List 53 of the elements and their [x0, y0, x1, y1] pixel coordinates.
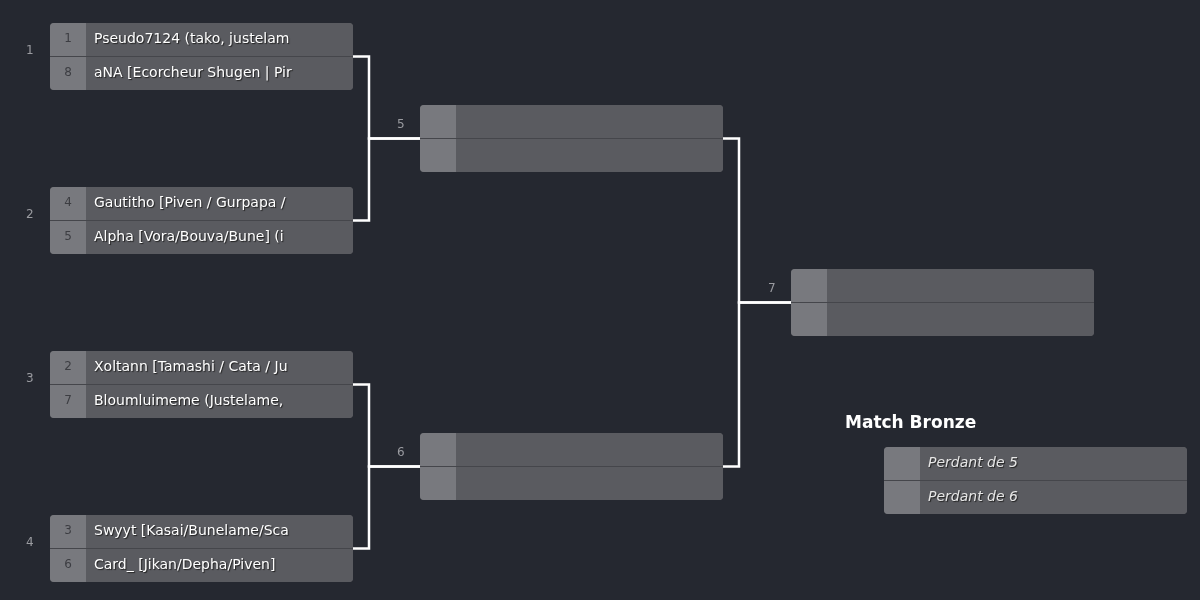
team-row: [50, 351, 353, 384]
seed-number: 5: [63, 229, 73, 243]
match-number: 6: [397, 445, 405, 459]
bracket-line: [723, 301, 791, 468]
match-card: [791, 269, 1094, 336]
team-name: Bloumluimeme (Justelame,: [94, 392, 284, 408]
team-row: [50, 23, 353, 56]
team-row: [884, 480, 1187, 514]
match-card: [50, 23, 353, 90]
team-row: [420, 105, 723, 138]
match-number: 5: [397, 117, 405, 131]
team-row: [791, 302, 1094, 336]
team-name: Card_ [Jikan/Depha/Piven]: [94, 556, 276, 572]
team-row: [50, 187, 353, 220]
match-card: [884, 447, 1187, 514]
team-row: [50, 384, 353, 418]
team-name: Xoltann [Tamashi / Cata / Ju: [94, 358, 288, 374]
match-card: [420, 105, 723, 172]
team-row: [50, 515, 353, 548]
seed-number: 1: [63, 31, 73, 45]
team-name: Alpha [Vora/Bouva/Bune] (i: [94, 228, 284, 244]
seed-number: 2: [63, 359, 73, 373]
team-row: [50, 548, 353, 582]
seed-number: 4: [63, 195, 73, 209]
team-row: [420, 433, 723, 466]
placeholder-text: Perdant de 5: [928, 454, 1018, 470]
team-name: Pseudo7124 (tako, justelam: [94, 30, 290, 46]
match-number: 4: [26, 535, 34, 549]
match-card: [50, 515, 353, 582]
bracket-line: [353, 137, 420, 222]
match-card: [420, 433, 723, 500]
bracket-line: [353, 465, 420, 550]
team-row: [420, 138, 723, 172]
section-heading: Match Bronze: [845, 412, 977, 432]
seed-number: 8: [63, 65, 73, 79]
match-card: [50, 351, 353, 418]
placeholder-text: Perdant de 6: [928, 488, 1018, 504]
match-card: [50, 187, 353, 254]
team-row: [50, 56, 353, 90]
match-number: 3: [26, 371, 34, 385]
team-name: aNA [Ecorcheur Shugen | Pir: [94, 64, 292, 80]
team-name: Swyyt [Kasai/Bunelame/Sca: [94, 522, 289, 538]
seed-number: 6: [63, 557, 73, 571]
team-row: [791, 269, 1094, 302]
match-number: 2: [26, 207, 34, 221]
team-row: [420, 466, 723, 500]
seed-number: 3: [63, 523, 73, 537]
seed-number: 7: [63, 393, 73, 407]
team-row: [884, 447, 1187, 480]
team-name: Gautitho [Piven / Gurpapa /: [94, 194, 286, 210]
match-number: 7: [768, 281, 776, 295]
match-number: 1: [26, 43, 34, 57]
team-row: [50, 220, 353, 254]
